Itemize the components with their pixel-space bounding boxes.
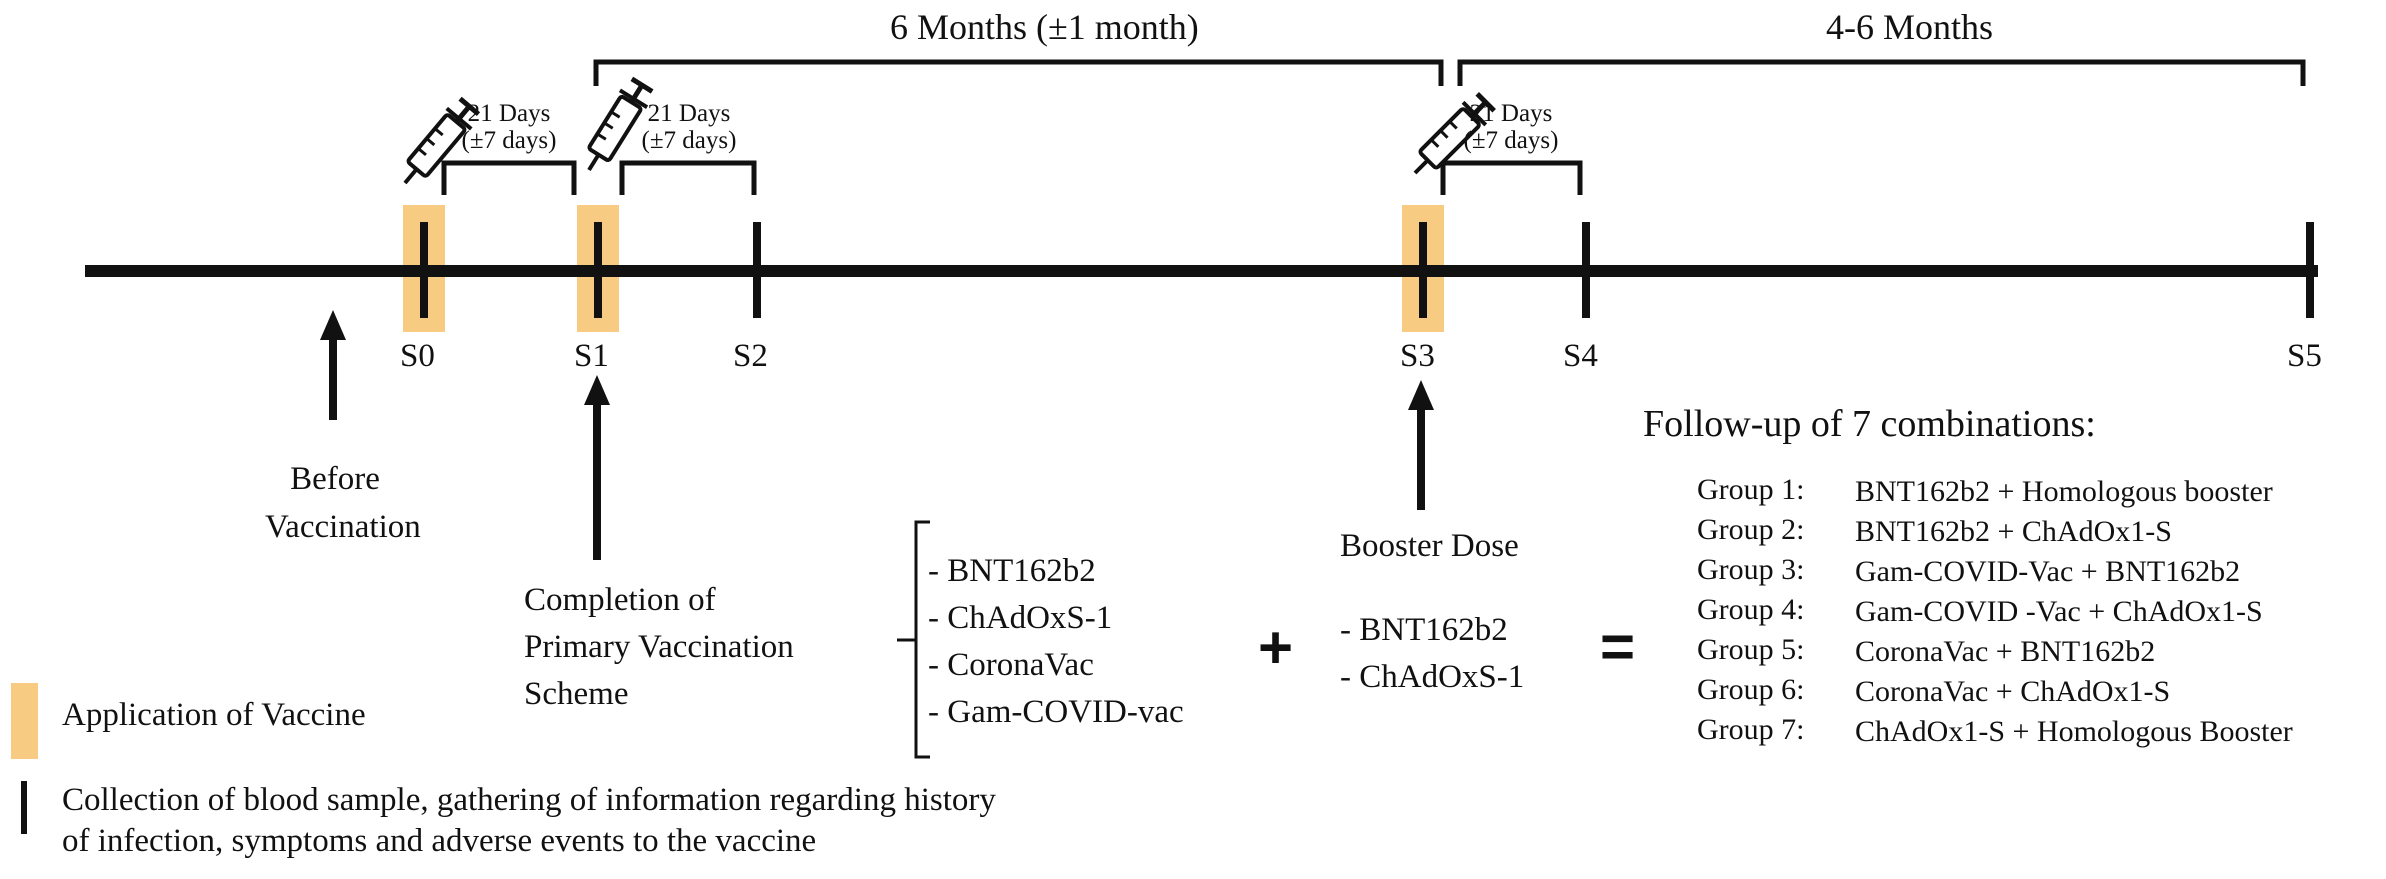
legend-vaccine-swatch [11, 683, 38, 759]
interval-b-range: (±7 days) [641, 127, 737, 154]
bracket-interval-c [1440, 160, 1583, 195]
interval-c-range: (±7 days) [1463, 127, 1559, 154]
followup-group-labels: Group 1: Group 2: Group 3: Group 4: Grou… [1697, 470, 1805, 750]
group-combo: CoronaVac + ChAdOx1-S [1855, 675, 2171, 708]
primary-vaccine-list: - BNT162b2 - ChAdOxS-1 - CoronaVac - Gam… [928, 548, 1184, 736]
syringe-icon [587, 76, 654, 172]
legend-sample-label: Collection of blood sample, gathering of… [62, 780, 996, 862]
completion-line-3: Scheme [524, 676, 629, 712]
plus-sign: + [1258, 614, 1294, 681]
legend-vaccine-label: Application of Vaccine [62, 697, 366, 733]
interval-b-days: 21 Days [647, 100, 731, 127]
arrow-up-icon [584, 375, 610, 560]
group-label: Group 3: [1697, 553, 1805, 586]
timepoint-s3-label: S3 [1400, 338, 1435, 374]
group-combo: BNT162b2 + ChAdOx1-S [1855, 515, 2172, 548]
list-item: - ChAdOxS-1 [1340, 659, 1525, 695]
interval-a-days: 21 Days [467, 100, 551, 127]
timepoint-s4-label: S4 [1563, 338, 1598, 374]
group-label: Group 4: [1697, 593, 1805, 626]
before-vaccination-label: Before Vaccination [265, 455, 421, 551]
group-combo: CoronaVac + BNT162b2 [1855, 635, 2156, 668]
list-item: - Gam-COVID-vac [928, 694, 1184, 730]
before-line-2: Vaccination [265, 509, 421, 545]
group-label: Group 2: [1697, 513, 1805, 546]
timepoint-s2-label: S2 [733, 338, 768, 374]
interval-b-label: 21 Days (±7 days) [614, 100, 764, 154]
list-item: - BNT162b2 [928, 553, 1096, 589]
syringe-icon [1413, 92, 1496, 175]
list-item: - CoronaVac [928, 647, 1094, 683]
interval-a-range: (±7 days) [461, 127, 557, 154]
arrow-up-icon [320, 310, 346, 420]
syringe-icon [403, 96, 481, 185]
group-combo: Gam-COVID -Vac + ChAdOx1-S [1855, 595, 2263, 628]
completion-line-2: Primary Vaccination [524, 629, 794, 665]
completion-line-1: Completion of [524, 582, 716, 618]
arrow-up-icon [1408, 380, 1434, 510]
group-combo: BNT162b2 + Homologous booster [1855, 475, 2273, 508]
timepoint-s5-label: S5 [2287, 338, 2322, 374]
list-item: - ChAdOxS-1 [928, 600, 1113, 636]
before-line-1: Before [290, 461, 380, 497]
group-combo: ChAdOx1-S + Homologous Booster [1855, 715, 2293, 748]
group-label: Group 1: [1697, 473, 1805, 506]
followup-title: Follow-up of 7 combinations: [1643, 403, 2096, 445]
group-label: Group 5: [1697, 633, 1805, 666]
interval-a-label: 21 Days (±7 days) [434, 100, 584, 154]
group-label: Group 7: [1697, 713, 1805, 746]
bracket-six-months [593, 59, 1444, 86]
bracket-four-six-months [1457, 59, 2306, 86]
followup-group-combos: BNT162b2 + Homologous booster BNT162b2 +… [1855, 472, 2293, 752]
interval-c-days: 21 Days [1469, 100, 1553, 127]
booster-dose-label: Booster Dose [1340, 528, 1519, 564]
list-item: - BNT162b2 [1340, 612, 1508, 648]
group-combo: Gam-COVID-Vac + BNT162b2 [1855, 555, 2241, 588]
bracket-interval-b [619, 160, 757, 195]
bracket-interval-a [441, 160, 577, 195]
six-months-label: 6 Months (±1 month) [890, 7, 1199, 47]
timepoint-s0-label: S0 [400, 338, 435, 374]
legend-sample-line-1: Collection of blood sample, gathering of… [62, 782, 996, 818]
interval-c-label: 21 Days (±7 days) [1436, 100, 1586, 154]
booster-vaccine-list: - BNT162b2 - ChAdOxS-1 [1340, 607, 1524, 701]
timepoint-s1-label: S1 [574, 338, 609, 374]
equals-sign: = [1600, 613, 1636, 680]
four-six-months-label: 4-6 Months [1826, 7, 1994, 47]
completion-label: Completion of Primary Vaccination Scheme [524, 577, 794, 718]
legend-sample-line-2: of infection, symptoms and adverse event… [62, 823, 817, 859]
group-label: Group 6: [1697, 673, 1805, 706]
